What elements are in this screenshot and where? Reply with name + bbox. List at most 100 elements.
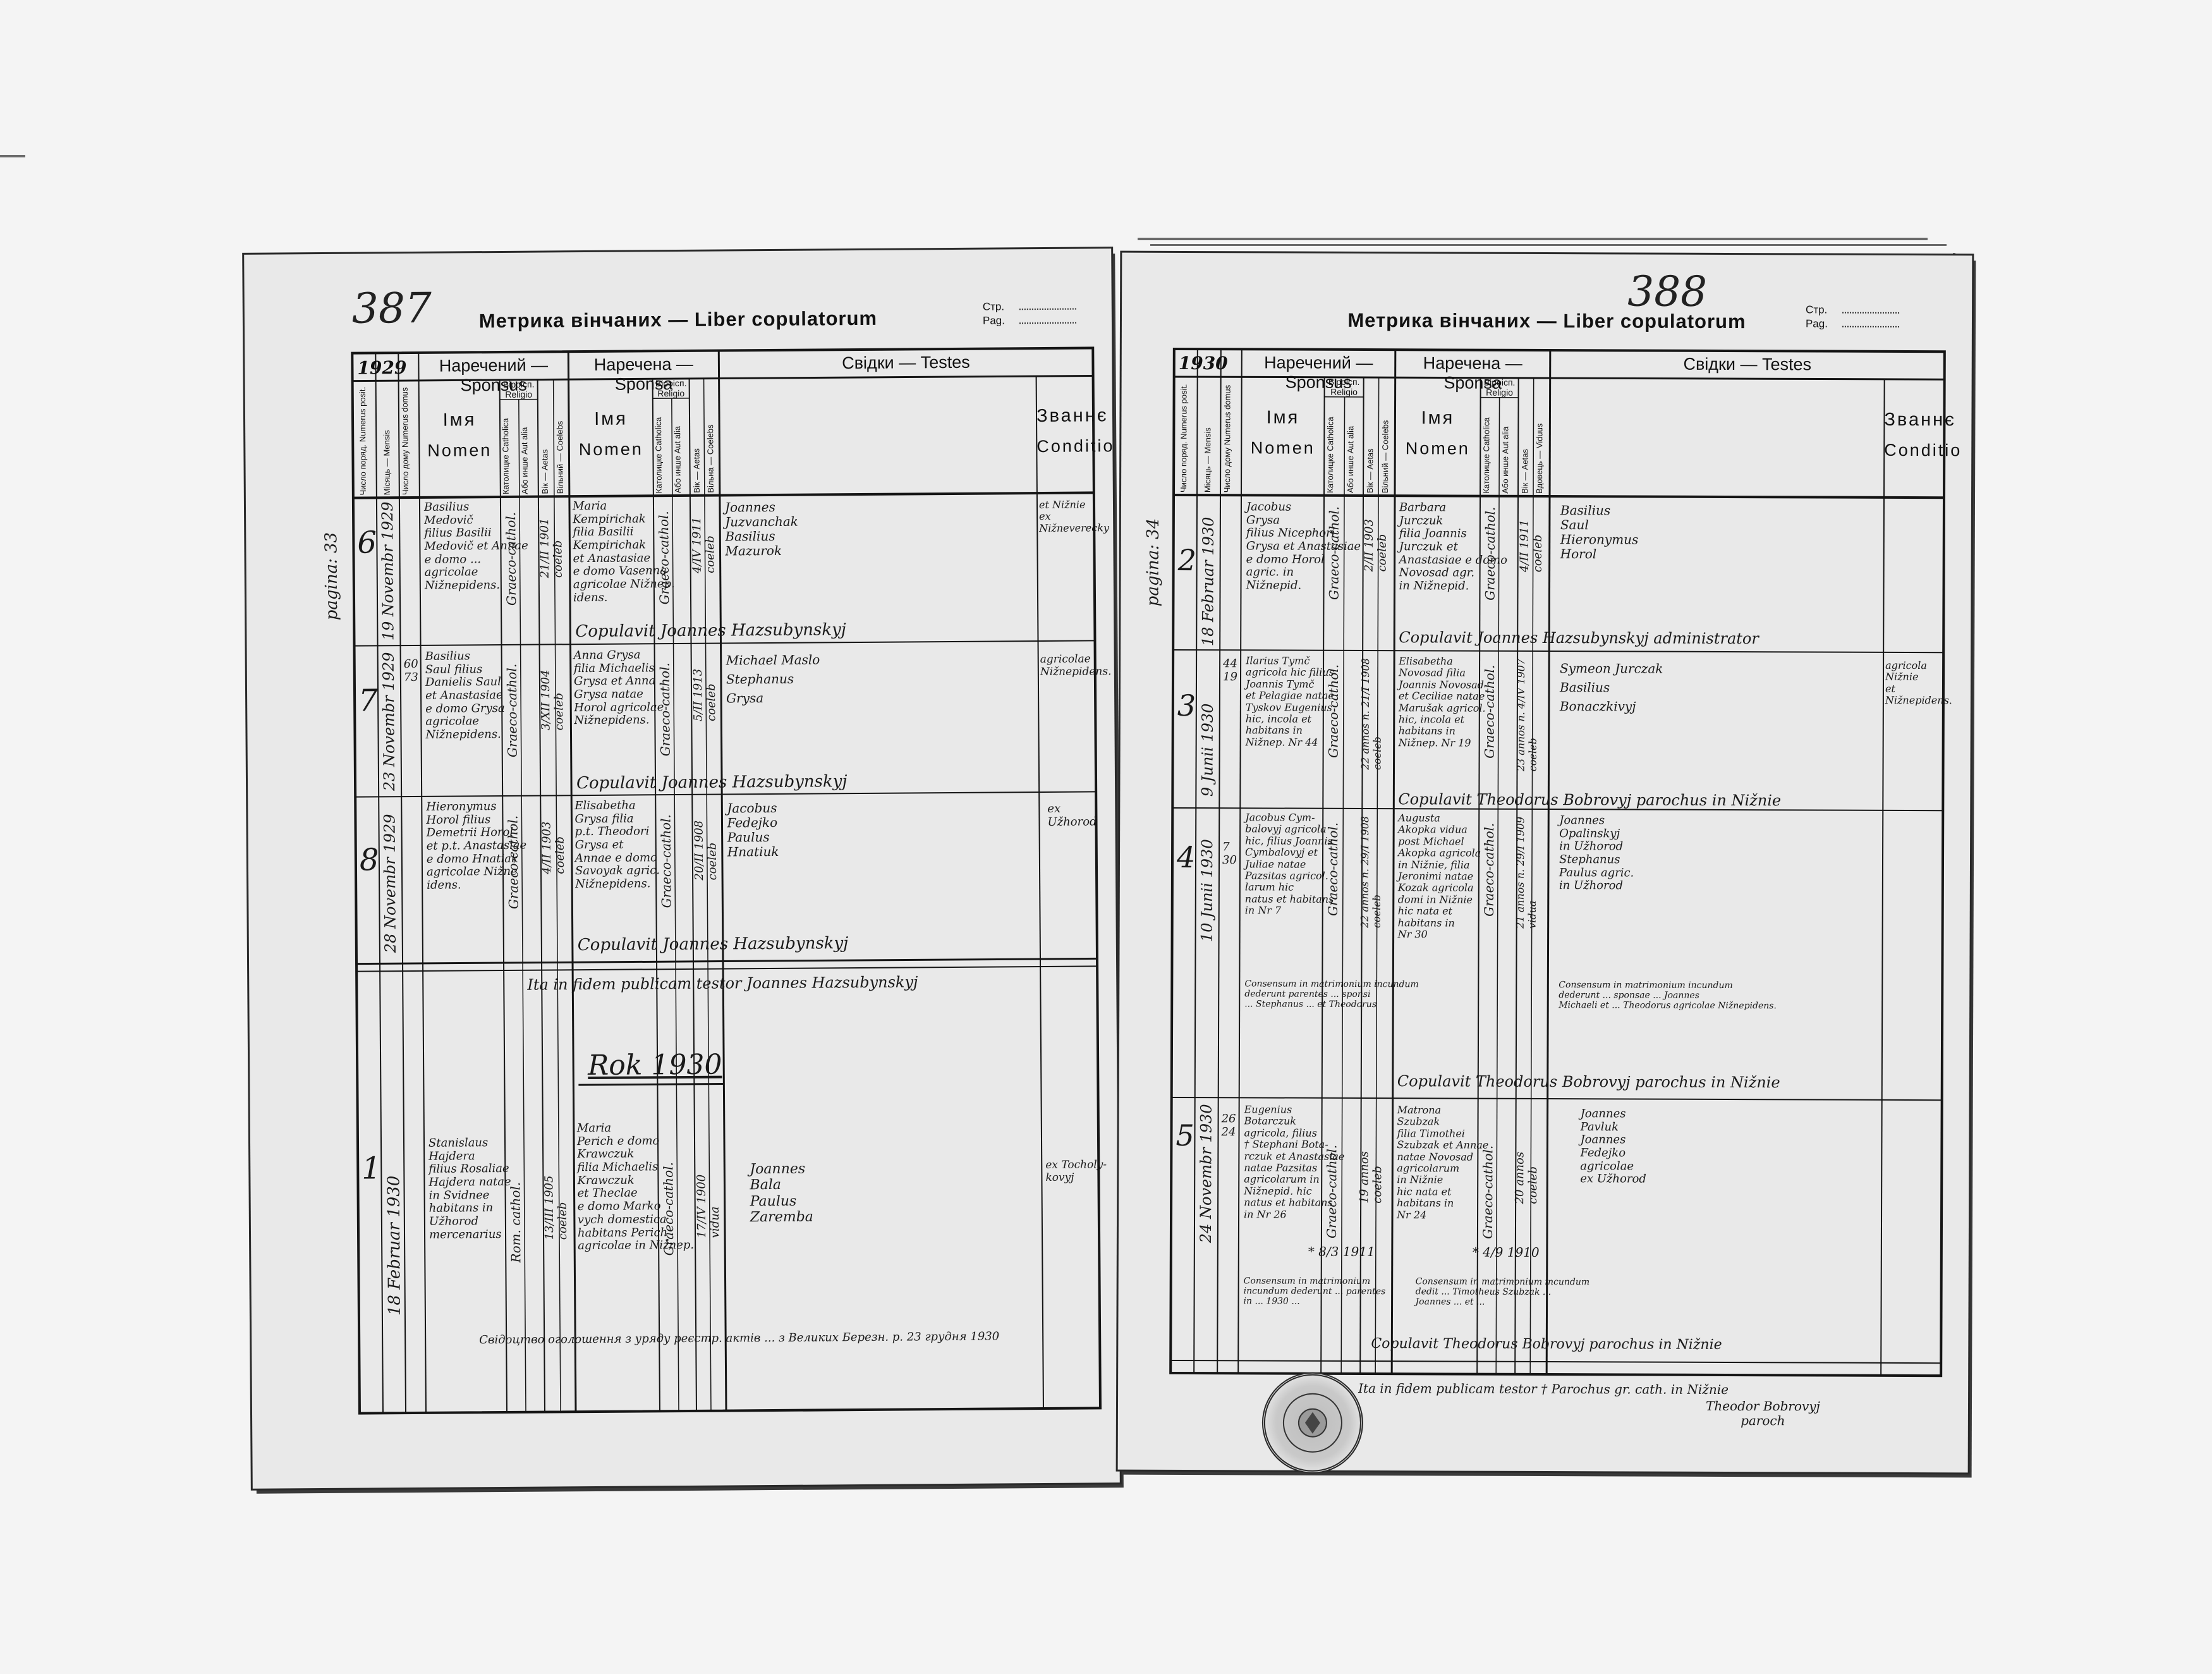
entry-date: 24 Novembr 1930 — [1196, 1104, 1215, 1243]
sponsa-religion: Graeco-cathol. — [1482, 506, 1498, 601]
sponsa-name: Elisabetha Novosad filia Joannis Novosad… — [1398, 655, 1486, 749]
bride-aetas-header: Вік — Aetas — [1520, 449, 1530, 494]
entry-number: 4 — [1176, 840, 1196, 875]
entry-number: 7 — [358, 683, 378, 719]
groom-catholica-header: Католицке Catholica — [1325, 417, 1335, 493]
sponsus-religion: Graeco-cathol. — [1323, 1144, 1340, 1239]
sponsus-name: Jacobus Cym- balovyj agricola hic, filiu… — [1244, 811, 1334, 917]
sponsus-name: Ilarius Tymč agricola hic filius Joannis… — [1245, 654, 1334, 748]
entry-number: 5 — [1176, 1118, 1194, 1153]
domus-number: 44 19 — [1222, 657, 1238, 683]
sponsus-age: 13/III 1905 coeleb — [542, 1175, 570, 1240]
bride-coelebs-header: Вільна — Coelebs — [705, 424, 715, 493]
numerus-header: Число поряд. Numerus posit. — [1179, 384, 1189, 493]
consensus-groom: Consensum in matrimonium incundum dederu… — [1244, 979, 1419, 1010]
groom-catholica-header: Католицке Catholica — [501, 418, 511, 494]
groom-coelebs-header: Вільний — Coelebs — [555, 420, 565, 494]
paper-stack-edge — [0, 155, 25, 157]
entry-number: 6 — [357, 525, 377, 561]
domus-number: 7 30 — [1222, 840, 1237, 867]
entry-number: 8 — [359, 842, 379, 878]
right-register-page: 388 Метрика вінчаних — Liber copulatorum… — [1117, 252, 1972, 1474]
sponsa-age: 5/II 1913 coeleb — [691, 668, 719, 722]
groom-religio-header: Віроісп. Religio — [1328, 376, 1360, 397]
sponsus-religion: Rom. cathol. — [507, 1182, 524, 1263]
sponsa-age: 4/IV 1911 coeleb — [690, 516, 717, 574]
consensus-bride: Consensum in matrimonium incundum dederu… — [1559, 980, 1777, 1011]
sponsus-age: 22 annos n. 29/I 1908 coeleb — [1358, 816, 1383, 928]
domus-number: 60 73 — [403, 657, 418, 684]
testes-conditio: et Nižnie ex Nižneverecky — [1038, 498, 1109, 534]
domus-header: Число дому Numerus domus — [399, 387, 410, 496]
sponsa-religion: Graeco-cathol. — [657, 663, 673, 757]
sponsa-age: 20 annos coeleb — [1513, 1151, 1540, 1204]
fidei-note: Ita in fidem publicam testor † Parochus … — [1358, 1380, 1729, 1398]
sponsa-religion: Graeco-cathol. — [1481, 822, 1497, 917]
groom-coelebs-header: Вільний — Coelebs — [1380, 420, 1390, 494]
sponsa-name: Matrona Szubzak filia Timothei Szubzak e… — [1397, 1104, 1489, 1221]
sponsus-religion: Graeco-cathol. — [505, 815, 521, 910]
testes-names: Joannes Opalinskyj in Užhorod Stephanus … — [1559, 814, 1634, 893]
fidei-note: Ita in fidem publicam testor Joannes Haz… — [527, 973, 918, 994]
sponsus-name: Jacobus Grysa filius Nicephori Grysa et … — [1246, 500, 1361, 592]
sponsus-age: 2/II 1903 coeleb — [1362, 518, 1389, 572]
testes-names: Jacobus Fedejko Paulus Hnatiuk — [727, 800, 779, 860]
sponsa-name: Anna Grysa filia Michaelis Grysa et Anna… — [573, 648, 664, 728]
bride-aetas-header: Вік — Aetas — [691, 448, 702, 493]
testes-names: Joannes Juzvanchak Basilius Mazurok — [724, 499, 798, 559]
groom-aetas-header: Вік — Aetas — [1365, 448, 1375, 494]
testes-conditio: ex Tocholy- kovyj — [1045, 1158, 1107, 1184]
right-year-cell: 1930 — [1178, 352, 1228, 374]
entry-date: 9 Junii 1930 — [1198, 703, 1217, 797]
entry-date: 23 Novembr 1929 — [379, 652, 399, 791]
sponsus-age: 19 annos coeleb — [1358, 1151, 1385, 1204]
sponsus-religion: Graeco-cathol. — [1325, 664, 1342, 759]
right-margin-note: pagina: 34 — [1143, 518, 1163, 607]
year-heading: Rok 1930 — [587, 1048, 722, 1082]
copulavit-note: Copulavit Joannes Hazsubynskyj — [575, 620, 846, 642]
sponsus-age: 3/XII 1904 coeleb — [538, 669, 566, 731]
testes-names: Basilius Saul Hieronymus Horol — [1560, 503, 1639, 562]
groom-aetas-header: Вік — Aetas — [540, 449, 550, 494]
stamp-emblem-icon — [1282, 1393, 1342, 1453]
sponsus-religion: Graeco-cathol. — [503, 511, 520, 606]
domus-number: 26 24 — [1221, 1112, 1236, 1139]
entry-date: 28 Novembr 1929 — [380, 814, 399, 953]
groom-aut-alia-header: Або инше Aut alia — [1346, 425, 1356, 493]
sponsa-age: 23 annos n. 4/IV 1907 coeleb — [1514, 658, 1539, 772]
sponsa-religion: Graeco-cathol. — [656, 511, 672, 605]
groom-religio-header: Віроісп. Religio — [502, 379, 535, 400]
testes-conditio: agricolae Nižnepidens. — [1040, 652, 1112, 678]
sponsus-religion: Graeco-cathol. — [1326, 506, 1342, 601]
bride-religio-header: Віроісп. Religio — [1483, 377, 1516, 398]
sponsa-religion: Graeco-cathol. — [660, 1162, 677, 1256]
sponsa-birth: * 4/9 1910 — [1472, 1244, 1540, 1260]
sponsus-age: 4/II 1903 coeleb — [540, 821, 568, 874]
copulavit-note: Copulavit Joannes Hazsubynskyj administr… — [1399, 628, 1759, 648]
testes-names: Symeon Jurczak Basilius Bonaczkivyj — [1559, 661, 1663, 714]
left-year-cell: 1929 — [357, 357, 407, 379]
witnesses-header: Свідки — Testes — [1683, 354, 1812, 374]
signature: Theodor Bobrovyj paroch — [1705, 1398, 1820, 1429]
sponsa-religion: Graeco-cathol. — [658, 814, 674, 908]
consensus-bride: Consensum in matrimonium incundum dedit … — [1415, 1276, 1590, 1307]
entry-date: 19 Novembr 1929 — [378, 501, 398, 641]
entry-date: 18 Februar 1930 — [1199, 516, 1217, 647]
copulavit-note: Copulavit Theodorus Bobrovyj parochus in… — [1371, 1336, 1722, 1353]
mensis-header: Місяць — Mensis — [1203, 427, 1213, 493]
sponsa-name: Elisabetha Grysa filia p.t. Theodori Gry… — [574, 798, 660, 891]
bride-catholica-header: Католицке Catholica — [1481, 417, 1492, 494]
entry-date: 18 Februar 1930 — [384, 1175, 404, 1316]
sponsa-age: 4/II 1911 coeleb — [1517, 519, 1545, 573]
sponsus-name: Basilius Saul filius Danielis Saul et An… — [425, 649, 505, 742]
entry-date: 10 Junii 1930 — [1198, 839, 1217, 943]
bride-catholica-header: Католицке Catholica — [653, 417, 664, 494]
sponsus-age: 22 annos n. 21/I 1908 coeleb — [1359, 657, 1383, 770]
sponsa-religion: Graeco-cathol. — [1481, 664, 1498, 759]
testes-names: Joannes Bala Paulus Zaremba — [750, 1161, 813, 1226]
left-register-grid — [351, 346, 1102, 1415]
sponsa-age: 20/II 1908 coeleb — [692, 820, 720, 881]
